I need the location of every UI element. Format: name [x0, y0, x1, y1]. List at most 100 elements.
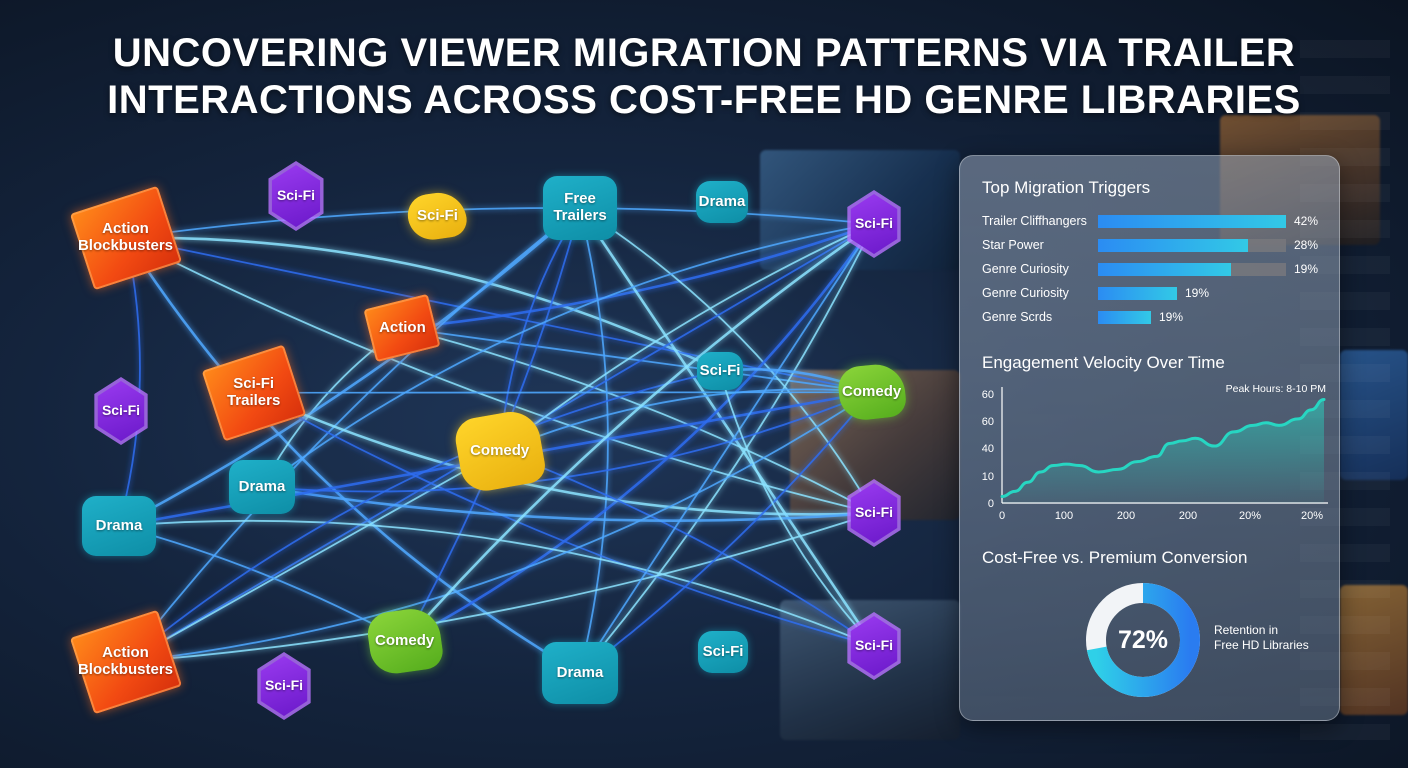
- retention-line-1: Retention in: [1214, 623, 1279, 637]
- node-drama-bottom: Drama: [542, 642, 618, 704]
- node-label-line: Sci-Fi: [854, 504, 894, 521]
- trigger-value: 19%: [1159, 310, 1184, 324]
- y-tick-label: 10: [982, 471, 994, 483]
- network-link: [253, 391, 873, 394]
- node-label-line: Trailers: [553, 207, 607, 224]
- node-scifi-hex-right-top-shape: Sci-Fi: [850, 194, 898, 254]
- node-label: Drama: [556, 663, 604, 682]
- network-link: [125, 370, 721, 663]
- trigger-label: Genre Scrds: [982, 310, 1053, 324]
- x-tick-label: 0: [999, 510, 1005, 522]
- node-scifi-hex-right-bottom: Sci-Fi: [847, 616, 901, 676]
- trigger-bar-track: [1098, 239, 1286, 252]
- network-links: [118, 207, 876, 675]
- network-link: [125, 207, 875, 239]
- node-scifi-teal-bottom: Sci-Fi: [698, 631, 748, 673]
- retention-label: Retention in Free HD Libraries: [1214, 623, 1309, 653]
- node-label: Action: [379, 319, 426, 337]
- node-label-line: Trailers: [227, 392, 281, 409]
- trigger-label: Star Power: [982, 238, 1044, 252]
- network-link: [401, 222, 875, 330]
- node-scifi-hex-top: Sci-Fi: [268, 165, 324, 227]
- network-link: [499, 223, 875, 452]
- network-link: [404, 222, 875, 642]
- node-label: Comedy: [375, 631, 435, 650]
- node-scifi-hex-right-mid-shape: Sci-Fi: [850, 483, 898, 543]
- node-label: Sci-Fi: [102, 402, 140, 419]
- trigger-value: 42%: [1294, 214, 1319, 228]
- node-label-line: Drama: [556, 663, 604, 681]
- node-label-line: Drama: [238, 477, 286, 495]
- node-label: Comedy: [842, 383, 901, 401]
- node-label-line: Drama: [698, 192, 746, 210]
- network-link: [125, 207, 581, 663]
- network-link: [253, 391, 875, 516]
- network-link: [499, 388, 873, 452]
- y-tick-label: 0: [988, 498, 994, 510]
- title-line-1: UNCOVERING VIEWER MIGRATION PATTERNS VIA…: [112, 31, 1296, 75]
- node-label-line: Comedy: [375, 631, 435, 649]
- donut-value: 72%: [1117, 625, 1169, 654]
- x-tick-label: 200: [1117, 510, 1135, 522]
- node-label-line: Drama: [95, 516, 143, 534]
- node-label: Sci-Fi: [855, 637, 893, 654]
- network-link: [125, 450, 501, 663]
- trigger-bar-track: [1098, 215, 1286, 228]
- donut-ring: [1086, 583, 1200, 697]
- network-link: [579, 223, 875, 674]
- network-link: [261, 485, 875, 522]
- node-label-line: Sci-Fi: [276, 187, 316, 204]
- node-label-line: Sci-Fi: [233, 375, 275, 393]
- trigger-bar-fill: [1098, 263, 1231, 276]
- conversion-donut: 72%: [1084, 581, 1202, 699]
- trigger-bar-fill: [1098, 239, 1248, 252]
- network-link: [579, 207, 609, 674]
- node-label: Sci-Fi: [702, 642, 744, 661]
- retention-line-2: Free HD Libraries: [1214, 638, 1309, 652]
- node-label-line: Sci-Fi: [702, 642, 744, 660]
- node-label-line: Comedy: [470, 441, 530, 459]
- network-link: [125, 512, 875, 663]
- node-label-line: Blockbusters: [78, 660, 174, 678]
- network-link: [124, 237, 581, 675]
- node-label: Drama: [698, 192, 746, 211]
- trigger-value: 28%: [1294, 238, 1319, 252]
- node-label-line: Sci-Fi: [699, 361, 741, 379]
- node-label: Sci-Fi: [276, 187, 316, 204]
- x-tick-label: 200: [1179, 510, 1197, 522]
- y-tick-label: 60: [982, 416, 994, 428]
- network-link: [401, 327, 873, 393]
- node-label: Sci-Fi: [854, 215, 894, 232]
- page-title: UNCOVERING VIEWER MIGRATION PATTERNS VIA…: [0, 30, 1408, 124]
- network-link: [404, 223, 876, 643]
- x-tick-label: 20%: [1301, 510, 1323, 522]
- network-link: [261, 391, 873, 493]
- node-drama-small-top: Drama: [696, 181, 748, 223]
- network-link: [125, 391, 873, 663]
- node-label-line: Action: [102, 220, 150, 238]
- network-link: [578, 207, 876, 647]
- trigger-value: 19%: [1294, 262, 1319, 276]
- y-tick-label: 40: [982, 443, 994, 455]
- trigger-row: Genre Scrds 19%: [982, 309, 1322, 325]
- trigger-bar-fill: [1098, 311, 1151, 324]
- node-label: Comedy: [470, 441, 530, 460]
- node-drama-mid: Drama: [229, 460, 295, 514]
- network-link: [118, 519, 875, 647]
- node-label-line: Free: [564, 190, 596, 208]
- node-scifi-hex-bottom: Sci-Fi: [257, 656, 311, 716]
- node-scifi-hex-bottom-shape: Sci-Fi: [260, 656, 308, 716]
- trigger-label: Genre Curiosity: [982, 286, 1069, 300]
- conversion-title: Cost-Free vs. Premium Conversion: [982, 548, 1248, 567]
- node-label-line: Sci-Fi: [854, 215, 894, 232]
- donut-value-arc: [1086, 583, 1200, 697]
- node-scifi-hex-right-bottom-shape: Sci-Fi: [850, 616, 898, 676]
- x-tick-label: 100: [1055, 510, 1073, 522]
- node-label: Sci-Fi: [265, 677, 303, 694]
